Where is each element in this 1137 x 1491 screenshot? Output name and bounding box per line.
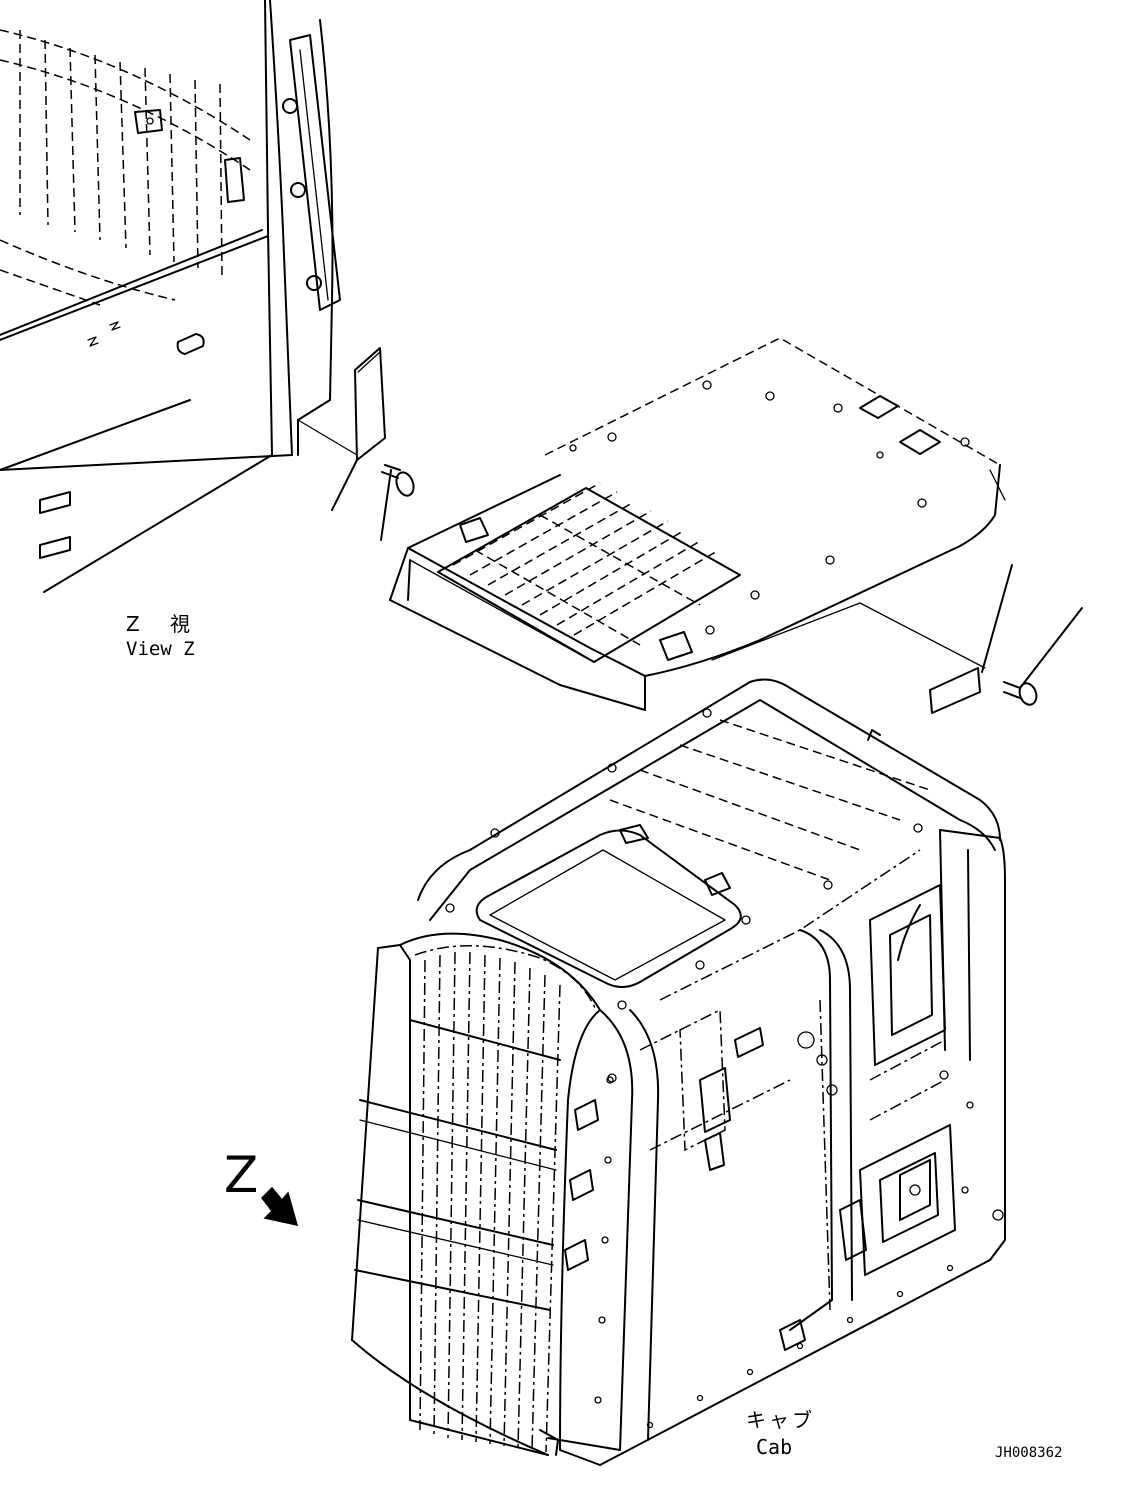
- roof-grille: [437, 482, 741, 663]
- view-z-detail: [0, 0, 341, 593]
- view-z-arrow: [261, 1186, 299, 1226]
- drawing-number: JH008362: [995, 1445, 1063, 1461]
- cab-label: Cab: [756, 1435, 793, 1459]
- roof-cover-panel: [389, 337, 1006, 711]
- z-view-marker: Z: [224, 1146, 259, 1204]
- front-windshield-grille: [351, 932, 617, 1456]
- windshield-slats: [419, 951, 561, 1453]
- decal-plate-right: [711, 564, 1013, 714]
- roof-bolt-holes: [569, 380, 970, 635]
- view-z-label-jp: Z 視: [126, 612, 203, 636]
- cab-label-jp: キャブ: [746, 1408, 815, 1432]
- decal-plate-view-z: [297, 347, 386, 511]
- cab-rivets: [594, 1070, 1004, 1429]
- hinge-bolts: [282, 98, 322, 291]
- screw-view-z: [380, 464, 415, 541]
- view-z-label: View Z: [126, 638, 195, 660]
- view-z-window-slats: [0, 29, 251, 306]
- screw-right: [1003, 607, 1083, 706]
- cab-body: [417, 678, 1006, 1466]
